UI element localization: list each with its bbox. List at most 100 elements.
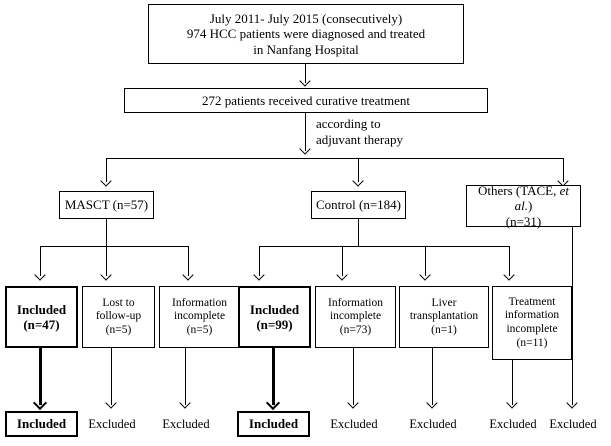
connector-curative-to-split [305, 113, 306, 151]
node-masct-lost: Lost to follow-up (n=5) [82, 286, 155, 348]
final-control-included-label: Included [248, 416, 299, 432]
connector-final-control-liver [432, 348, 433, 405]
connector-masct-to-info [188, 246, 189, 276]
connector-final-control-treatment [512, 360, 513, 405]
node-control-liver-n: (n=1) [431, 323, 457, 336]
arrowhead-source-to-curative [299, 75, 311, 87]
connector-split-to-control [358, 158, 359, 182]
node-control-treat-line3: incomplete [506, 323, 558, 335]
node-control-liver-line2: transplantation [409, 310, 479, 323]
node-masct-included: Included (n=47) [5, 286, 78, 348]
arrowhead-control-to-liver [419, 269, 431, 281]
connector-control-to-included [259, 246, 260, 276]
arrowhead-final-control-info [347, 397, 359, 409]
arrowhead-split-to-control [352, 175, 364, 187]
node-control-info-line1: Information [328, 296, 383, 309]
node-masct-info-incomplete: Information incomplete (n=5) [159, 286, 240, 348]
node-control-included-n: (n=99) [256, 317, 293, 332]
final-control-liver-label: Excluded [409, 417, 457, 431]
node-arm-others-pre: Others (TACE, [477, 183, 560, 199]
connector-split-to-masct [106, 158, 107, 182]
arrowhead-final-control-liver [426, 397, 438, 409]
node-control-treatment-info: Treatment information incomplete (n=11) [492, 286, 572, 360]
final-control-info: Excluded [318, 417, 390, 432]
node-control-included: Included (n=99) [238, 286, 311, 348]
node-control-treat-n: (n=11) [516, 336, 548, 349]
node-masct-included-n: (n=47) [23, 317, 60, 332]
node-source-line3: in Nanfang Hospital [253, 41, 359, 57]
arrowhead-final-masct-lost [105, 397, 117, 409]
node-control-liver-line1: Liver [431, 296, 457, 309]
split-bar-control [259, 246, 509, 247]
node-arm-masct-label: MASCT (n=57) [64, 197, 149, 213]
node-masct-lost-line1: Lost to [102, 296, 135, 309]
node-arm-control-label: Control (n=184) [316, 197, 401, 213]
connector-control-to-info [342, 246, 343, 276]
node-arm-others-label: Others (TACE, et al.) [470, 183, 577, 214]
split-annotation: according to adjuvant therapy [316, 116, 476, 147]
final-masct-lost: Excluded [76, 417, 148, 432]
node-curative-treatment: 272 patients received curative treatment [124, 88, 488, 113]
final-masct-included-label: Included [16, 416, 67, 432]
arrowhead-masct-to-lost [100, 269, 112, 281]
connector-masct-to-lost [106, 246, 107, 276]
arrowhead-control-to-included [253, 269, 265, 281]
arrowhead-final-control-treatment [506, 397, 518, 409]
connector-masct-stem [106, 219, 107, 246]
node-control-liver-transplant: Liver transplantation (n=1) [399, 286, 489, 348]
node-masct-info-line2: incomplete [173, 310, 226, 323]
node-control-included-line1: Included [249, 301, 300, 317]
arrowhead-masct-to-included [34, 269, 46, 281]
arrowhead-final-masct-info [179, 397, 191, 409]
node-masct-info-n: (n=5) [186, 323, 213, 336]
node-masct-included-line1: Included [16, 301, 67, 317]
final-control-treat: Excluded [477, 417, 549, 432]
connector-masct-to-included [40, 246, 41, 276]
node-control-info-line2: incomplete [329, 310, 382, 323]
arrowhead-others-bypass [566, 397, 578, 409]
split-bar-masct [40, 246, 188, 247]
connector-source-to-curative [305, 64, 306, 83]
node-masct-lost-line2: follow-up [95, 310, 142, 323]
node-arm-others-n: (n=31) [505, 213, 542, 229]
connector-final-masct-lost [111, 348, 112, 405]
final-others-label: Excluded [549, 417, 597, 431]
node-masct-lost-n: (n=5) [105, 323, 132, 336]
connector-final-control-included [272, 348, 275, 405]
connector-final-masct-included [39, 348, 42, 405]
node-source-line2: 974 HCC patients were diagnosed and trea… [186, 26, 426, 42]
node-source: July 2011- July 2015 (consecutively) 974… [148, 4, 464, 64]
connector-final-masct-info [185, 348, 186, 405]
arrowhead-curative-to-split [299, 143, 311, 155]
connector-split-to-others [563, 158, 564, 182]
split-annotation-line1: according to [316, 116, 381, 131]
node-curative-line1: 272 patients received curative treatment [202, 92, 410, 108]
node-source-line1: July 2011- July 2015 (consecutively) [209, 11, 403, 26]
arrowhead-control-to-info [336, 269, 348, 281]
node-control-treat-line1: Treatment [508, 295, 556, 308]
final-masct-info: Excluded [150, 417, 222, 432]
final-control-treat-label: Excluded [489, 417, 537, 431]
node-arm-others-post: ) [528, 198, 533, 214]
arrowhead-split-to-masct [100, 175, 112, 187]
connector-final-control-info [353, 348, 354, 405]
connector-control-stem [358, 219, 359, 246]
final-control-liver: Excluded [397, 417, 469, 432]
final-masct-info-label: Excluded [162, 417, 210, 431]
node-arm-masct: MASCT (n=57) [59, 191, 154, 219]
split-annotation-line2: adjuvant therapy [316, 131, 403, 147]
final-masct-lost-label: Excluded [88, 417, 136, 431]
arrowhead-final-masct-included [32, 395, 48, 411]
arrowhead-control-to-treatment [503, 269, 515, 281]
final-control-included: Included [237, 411, 310, 437]
final-others: Excluded [537, 417, 609, 432]
node-arm-others: Others (TACE, et al.) (n=31) [466, 183, 581, 229]
connector-others-bypass [572, 227, 573, 405]
split-bar-arms [106, 158, 563, 159]
final-masct-included: Included [5, 411, 78, 437]
node-control-treat-line2: information [504, 309, 560, 322]
node-arm-control: Control (n=184) [311, 191, 406, 219]
node-control-info-incomplete: Information incomplete (n=73) [315, 286, 396, 348]
node-control-info-n: (n=73) [339, 323, 372, 336]
